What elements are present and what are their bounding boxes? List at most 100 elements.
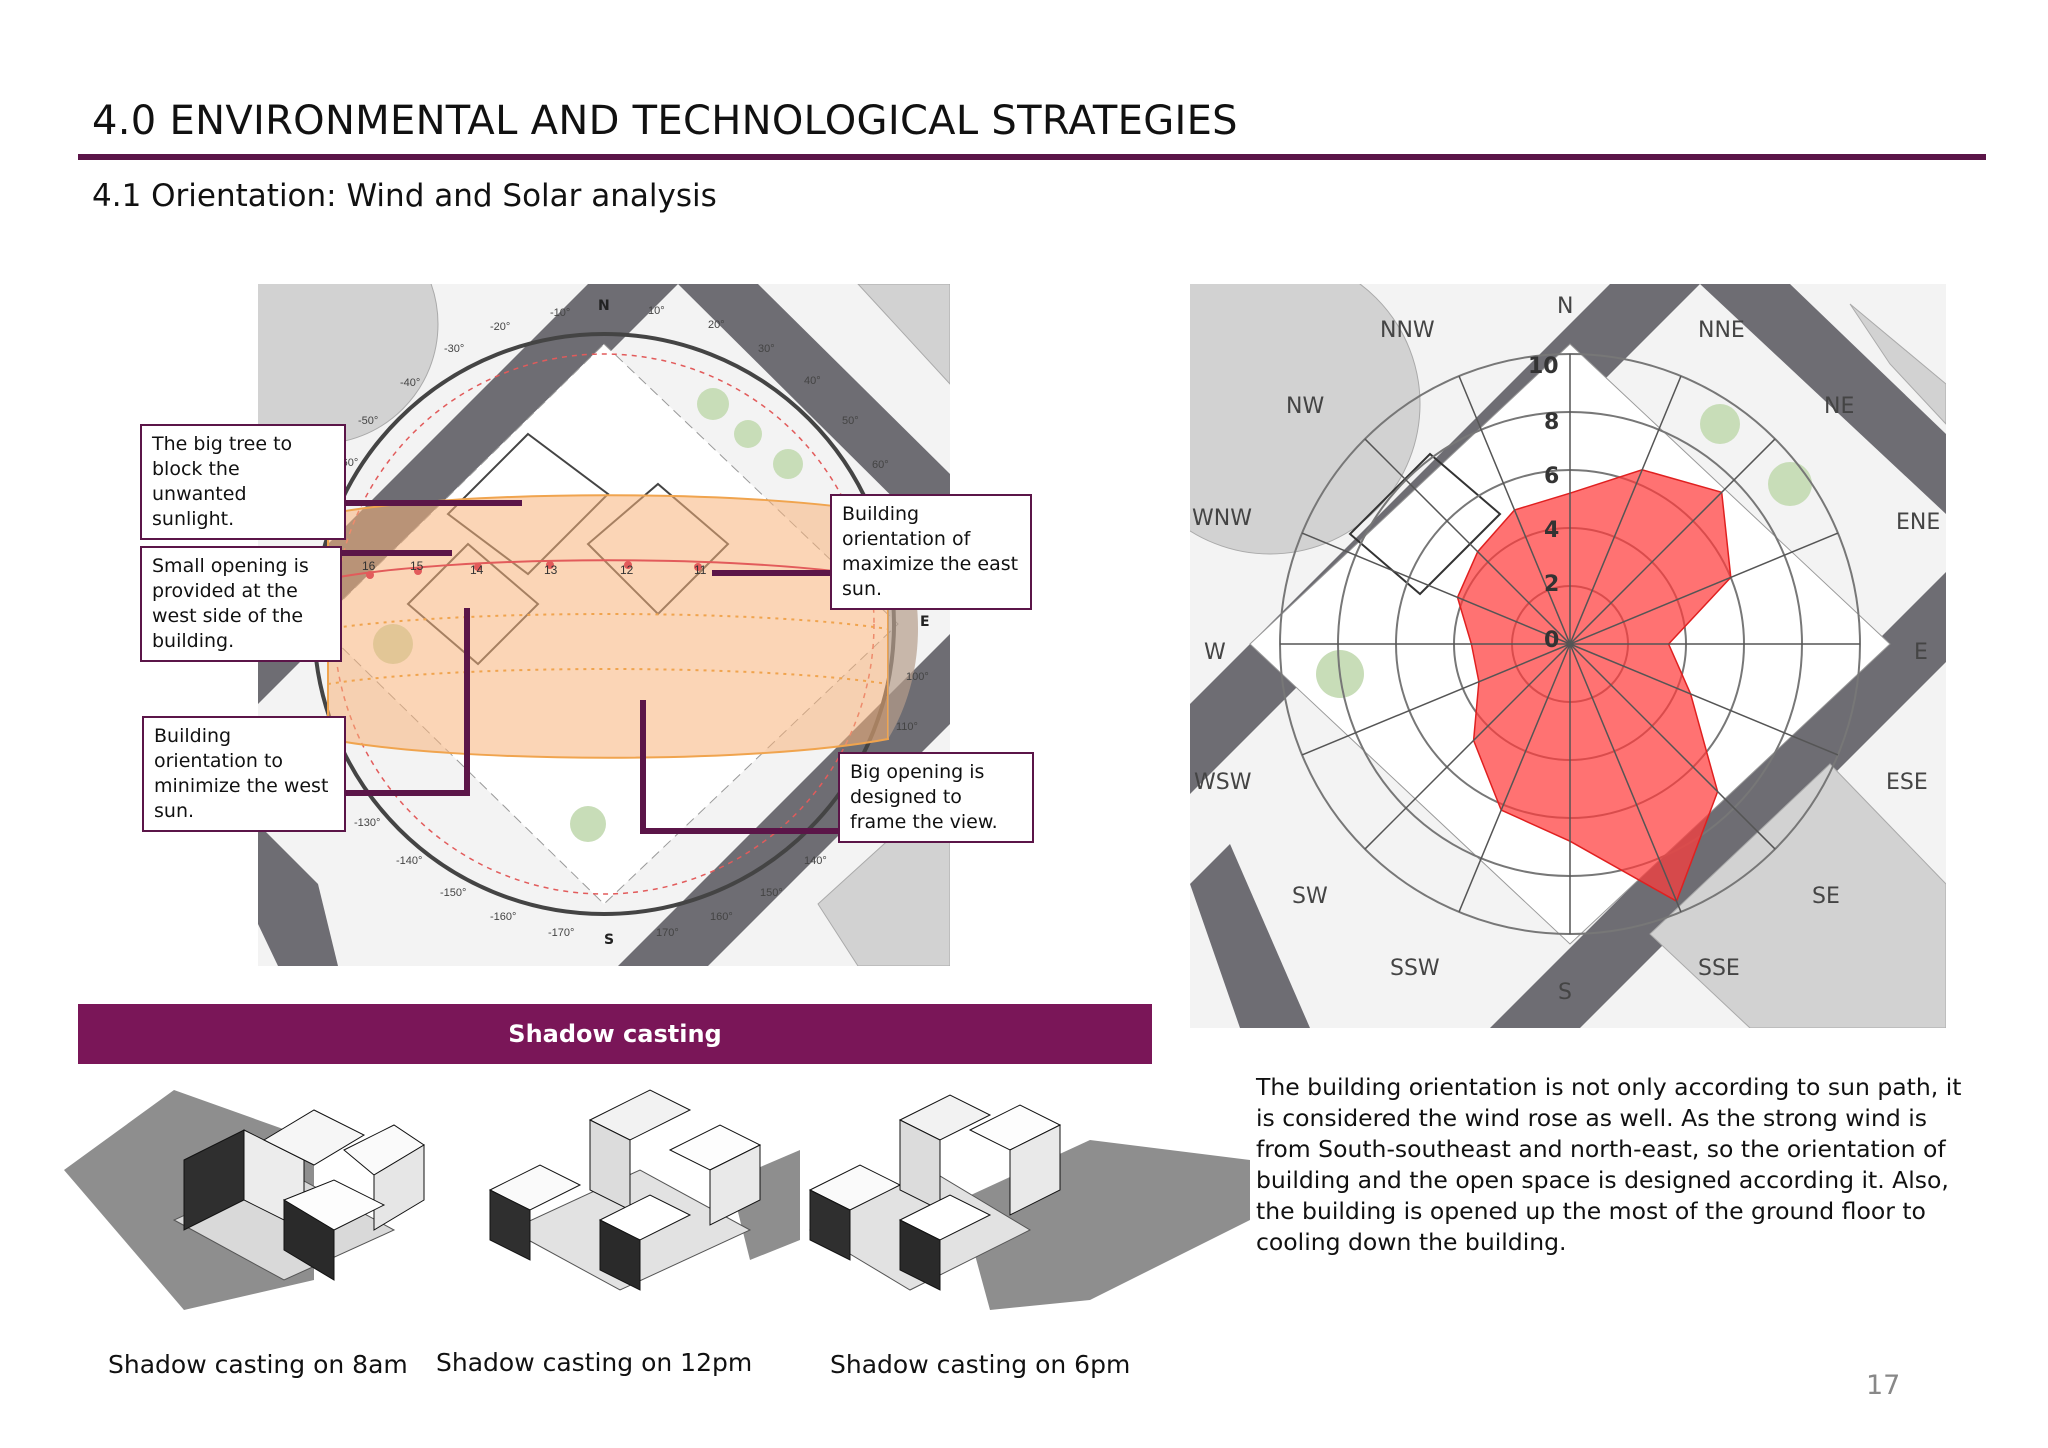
building-mass	[809, 1189, 851, 1261]
leader-line	[344, 500, 522, 506]
leader-line	[640, 700, 646, 834]
block-ne	[857, 284, 950, 385]
wind-direction-label: W	[1204, 640, 1226, 665]
compass-north: N	[598, 298, 610, 314]
angle-label: 50°	[842, 415, 859, 427]
wind-direction-label: NNW	[1380, 318, 1435, 343]
wind-rose-spoke	[1569, 643, 1839, 756]
page-title: 4.0 ENVIRONMENTAL AND TECHNOLOGICAL STRA…	[92, 98, 1238, 144]
wind-direction-label: NW	[1286, 394, 1325, 419]
title-divider	[78, 154, 1986, 160]
wind-direction-label: E	[1914, 640, 1928, 665]
building-mass	[489, 1189, 531, 1261]
shadow-model-12pm	[488, 1089, 800, 1291]
angle-label: -10°	[550, 307, 570, 319]
wind-rose-spoke	[1569, 643, 1682, 913]
compass-east: E	[920, 614, 930, 630]
hour-label: 15	[410, 559, 424, 573]
sun-path-line	[327, 668, 889, 685]
caption-8am: Shadow casting on 8am	[108, 1350, 408, 1379]
wind-direction-label: SSE	[1698, 956, 1740, 981]
wind-rose-spokes	[1280, 354, 1860, 934]
wind-rose-spoke	[1458, 375, 1571, 645]
hour-marker	[624, 561, 632, 569]
wind-direction-label: NNE	[1698, 318, 1745, 343]
angle-label: 20°	[708, 319, 725, 331]
wind-direction-label: SE	[1812, 884, 1840, 909]
wind-direction-label: S	[1558, 980, 1572, 1005]
hour-marker	[366, 571, 374, 579]
tree	[734, 420, 762, 448]
hour-marker	[546, 561, 554, 569]
angle-label: -150°	[440, 887, 466, 899]
hour-label: 13	[544, 563, 558, 577]
sun-path-diagram: N E S -10° -20° -30° -40° -50° -60° 10° …	[258, 284, 950, 966]
road-sw	[258, 824, 338, 966]
wind-rose-svg	[1190, 284, 1946, 1028]
caption-12pm: Shadow casting on 12pm	[436, 1348, 753, 1377]
angle-label: -30°	[444, 343, 464, 355]
hour-labels: 16 15 14 13 12 11	[362, 559, 707, 577]
hour-label: 11	[694, 563, 707, 577]
wind-rose-spoke	[1569, 643, 1776, 850]
road-ne	[1700, 284, 1946, 514]
road-ne	[678, 284, 950, 554]
wind-rose-spoke	[1569, 375, 1682, 645]
wind-direction-label: N	[1557, 294, 1574, 319]
angle-label: -20°	[490, 321, 510, 333]
angle-label: 40°	[804, 375, 821, 387]
hour-label: 16	[362, 559, 376, 573]
callout-big-opening: Big opening is designed to frame the vie…	[838, 752, 1034, 843]
tree	[570, 806, 606, 842]
sun-path-line	[327, 613, 889, 630]
sun-path-band	[327, 494, 889, 759]
angle-label: 110°	[896, 721, 918, 733]
description-paragraph: The building orientation is not only acc…	[1256, 1073, 1962, 1256]
angle-label: 60°	[872, 459, 889, 471]
callout-east-sun: Building orientation of maximize the eas…	[830, 494, 1032, 610]
wind-direction-label: SW	[1292, 884, 1328, 909]
wind-ring-label: 2	[1544, 572, 1560, 597]
angle-label: -130°	[354, 817, 380, 829]
wind-direction-label: WSW	[1194, 770, 1252, 795]
sun-path-svg: N E S -10° -20° -30° -40° -50° -60° 10° …	[258, 284, 950, 966]
block-ne	[1849, 303, 1946, 425]
angle-label: 170°	[656, 927, 679, 939]
angle-label: 150°	[760, 887, 783, 899]
angle-label: -50°	[358, 415, 378, 427]
road-sw	[1190, 844, 1310, 1028]
wind-ring-label: 4	[1544, 518, 1560, 543]
hour-marker	[694, 563, 702, 571]
leader-line	[712, 570, 830, 576]
wind-rose-spoke	[1301, 643, 1571, 756]
leader-line	[464, 608, 470, 796]
compass-south: S	[604, 932, 614, 948]
angle-label: -160°	[490, 911, 516, 923]
angle-label: 140°	[804, 855, 827, 867]
angle-label: -170°	[548, 927, 574, 939]
wind-rose-spoke	[1458, 643, 1571, 913]
block-nw	[258, 284, 439, 445]
leader-line	[640, 828, 840, 834]
angle-label: 100°	[906, 671, 929, 683]
wind-direction-label: ESE	[1886, 770, 1928, 795]
shadow-model-8am	[64, 1090, 425, 1310]
angle-label: 30°	[758, 343, 775, 355]
angle-label: -40°	[400, 377, 420, 389]
wind-direction-label: NE	[1824, 394, 1855, 419]
tree	[1700, 404, 1740, 444]
tree	[773, 449, 803, 479]
building-mass	[1009, 1124, 1061, 1216]
wind-ring-label: 0	[1544, 628, 1560, 653]
section-subtitle: 4.1 Orientation: Wind and Solar analysis	[92, 178, 717, 214]
building-mass	[899, 1219, 941, 1291]
wind-direction-label: ENE	[1896, 510, 1941, 535]
shadow-model-6pm	[808, 1094, 1250, 1310]
building-mass	[373, 1144, 425, 1231]
wind-ring-label: 6	[1544, 464, 1560, 489]
wind-direction-label: WNW	[1192, 506, 1252, 531]
tree	[697, 388, 729, 420]
hour-marker	[474, 563, 482, 571]
block-nw	[1190, 284, 1421, 555]
wind-ring-label: 8	[1544, 410, 1560, 435]
